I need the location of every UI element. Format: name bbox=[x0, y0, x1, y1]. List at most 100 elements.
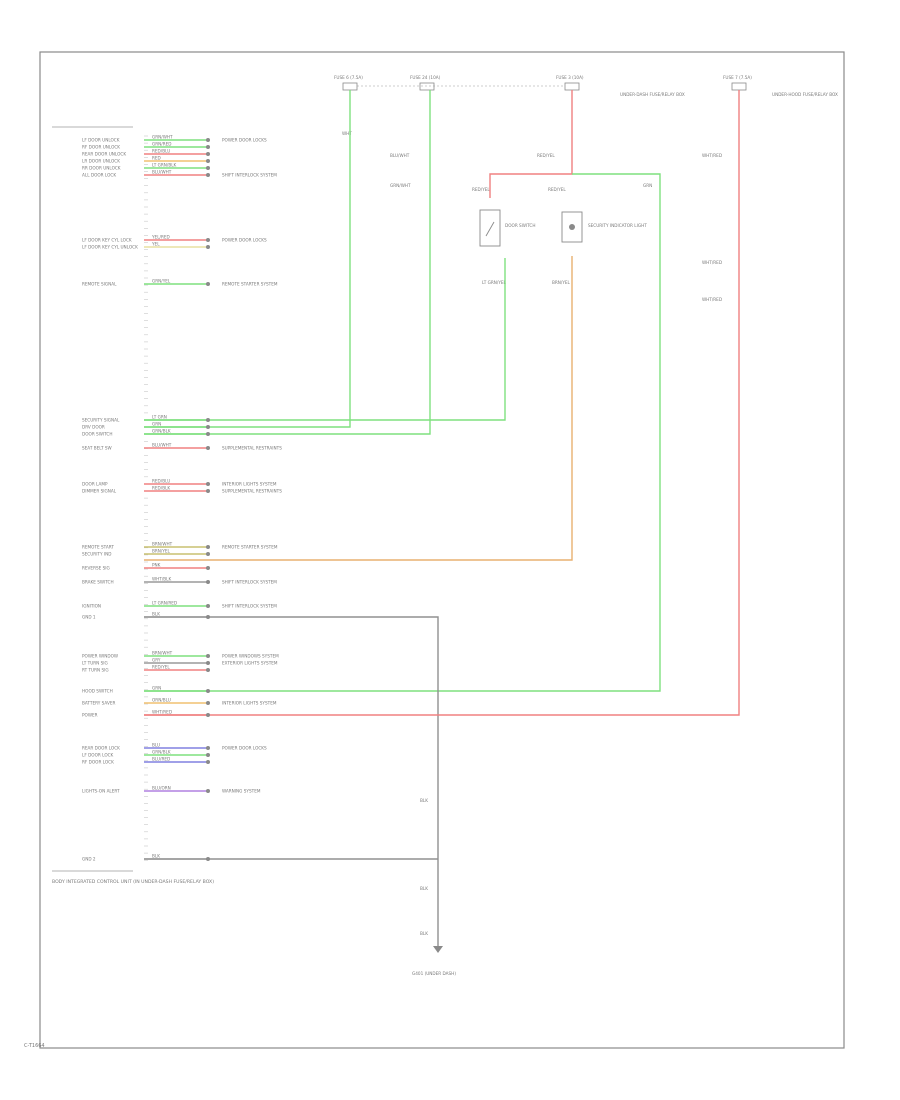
connector-terminal bbox=[206, 689, 210, 693]
fuse-a-wire-label: WHT bbox=[342, 131, 352, 136]
security-indicator-top-wire: RED/YEL bbox=[548, 187, 566, 192]
fuse-c-wire-label: RED/YEL bbox=[537, 153, 555, 158]
pin-label: REAR DOOR UNLOCK bbox=[82, 152, 126, 157]
pin-label: LR DOOR UNLOCK bbox=[82, 159, 120, 164]
connector-terminal bbox=[206, 425, 210, 429]
pin-wire-color: LT GRN/BLK bbox=[152, 163, 177, 168]
pin-label: LT TURN SIG bbox=[82, 661, 108, 666]
pin-wire-color: PNK bbox=[152, 563, 161, 568]
pin-system-ref: SHIFT INTERLOCK SYSTEM bbox=[222, 604, 277, 609]
pin-label: LF DOOR UNLOCK bbox=[82, 138, 120, 143]
pin-system-ref: SHIFT INTERLOCK SYSTEM bbox=[222, 580, 277, 585]
pin-label: DIMMER SIGNAL bbox=[82, 489, 117, 494]
wire-battery-saver bbox=[144, 90, 740, 716]
security-indicator-bottom-wire: BRN/YEL bbox=[552, 280, 571, 285]
connector-terminal bbox=[206, 668, 210, 672]
module-pin: RR DOOR UNLOCK LT GRN/BLK bbox=[82, 163, 210, 171]
fuse-d: FUSE 7 (7.5A) UNDER-HOOD FUSE/RELAY BOX … bbox=[702, 75, 838, 302]
connector-terminal bbox=[206, 489, 210, 493]
pin-system-ref: INTERIOR LIGHTS SYSTEM bbox=[222, 482, 277, 487]
pin-label: DOOR SWITCH bbox=[82, 432, 112, 437]
wire-drv-door bbox=[144, 90, 351, 428]
pin-wire-color: GRN bbox=[152, 422, 161, 427]
pin-label: GND 1 bbox=[82, 615, 96, 620]
module-pin: DIMMER SIGNAL RED/BLK SUPPLEMENTAL RESTRAI… bbox=[82, 486, 282, 494]
hood-wire-label: GRN bbox=[643, 183, 652, 188]
pin-wire-color: RED/YEL bbox=[152, 665, 170, 670]
footer-code: C-T1664 bbox=[24, 1043, 45, 1049]
pin-system-ref: POWER DOOR LOCKS bbox=[222, 746, 267, 751]
module-pin: REAR DOOR UNLOCK RED/BLU bbox=[82, 149, 210, 157]
ground-wire-2: BLK bbox=[420, 886, 428, 891]
connector-terminal bbox=[206, 482, 210, 486]
ground-wire-1: BLK bbox=[420, 798, 428, 803]
pin-label: GND 2 bbox=[82, 857, 96, 862]
connector-terminal bbox=[206, 746, 210, 750]
connector-terminal bbox=[206, 580, 210, 584]
security-indicator-label: SECURITY INDICATOR LIGHT bbox=[588, 223, 647, 228]
module-pin: LF DOOR KEY CYL UNLOCK YEL bbox=[82, 242, 210, 250]
pin-wire-color: GRN bbox=[152, 686, 161, 691]
connector-terminal bbox=[206, 604, 210, 608]
pin-label: IGNITION bbox=[82, 604, 101, 609]
pin-wire-color: RED/BLU bbox=[152, 149, 170, 154]
wire-ground-1 bbox=[144, 616, 439, 946]
connector-terminal bbox=[206, 789, 210, 793]
pin-label: RR DOOR UNLOCK bbox=[82, 166, 121, 171]
fuse-b-wire2-label: GRN/WHT bbox=[390, 183, 411, 188]
fuse-d-label: FUSE 7 (7.5A) bbox=[723, 75, 752, 80]
connector-terminal bbox=[206, 566, 210, 570]
connector-terminal bbox=[206, 159, 210, 163]
pin-label: LF DOOR KEY CYL UNLOCK bbox=[82, 245, 138, 250]
pin-system-ref: WARNING SYSTEM bbox=[222, 789, 261, 794]
pin-system-ref: SUPPLEMENTAL RESTRAINTS bbox=[222, 489, 282, 494]
connector-terminal bbox=[206, 138, 210, 142]
connector-terminal bbox=[206, 654, 210, 658]
connector-terminal bbox=[206, 857, 210, 861]
ground-g401: BLK BLK BLK G401 (UNDER DASH) bbox=[412, 798, 456, 976]
pin-label: LF DOOR LOCK bbox=[82, 753, 114, 758]
pin-label: SEAT BELT SW bbox=[82, 446, 112, 451]
wire-security-ind bbox=[144, 256, 573, 561]
pin-label: POWER bbox=[82, 713, 98, 718]
pin-system-ref: POWER DOOR LOCKS bbox=[222, 238, 267, 243]
connector-terminal bbox=[206, 552, 210, 556]
pin-system-ref: SHIFT INTERLOCK SYSTEM bbox=[222, 173, 277, 178]
pin-wire-color: BLU bbox=[152, 743, 160, 748]
connector-terminal bbox=[206, 713, 210, 717]
pin-wire-color: ORN/BLU bbox=[152, 698, 171, 703]
pin-wire-color: YEL/RED bbox=[151, 235, 170, 240]
pin-label: REMOTE SIGNAL bbox=[82, 282, 117, 287]
pin-wire-color: GRN/BLK bbox=[152, 750, 171, 755]
wire-fuse-c-feed bbox=[489, 90, 573, 198]
connector-terminal bbox=[206, 615, 210, 619]
pin-label: BATTERY SAVER bbox=[82, 701, 115, 706]
pin-system-ref: REMOTE STARTER SYSTEM bbox=[222, 282, 278, 287]
fuse-c-label: FUSE 3 (10A) bbox=[556, 75, 584, 80]
fuse-a: FUSE 6 (7.5A) WHT bbox=[334, 75, 363, 136]
pin-wire-color: RED/BLK bbox=[152, 486, 170, 491]
pin-wire-color: YEL bbox=[151, 242, 160, 247]
pin-label: LF DOOR KEY CYL LOCK bbox=[82, 238, 132, 243]
pin-wire-color: BLK bbox=[152, 612, 160, 617]
pin-label: RF DOOR UNLOCK bbox=[82, 145, 120, 150]
connector-terminal bbox=[206, 446, 210, 450]
connector-terminal bbox=[206, 145, 210, 149]
pin-system-ref: POWER WINDOWS SYSTEM bbox=[222, 654, 279, 659]
pin-wire-color: GRN/YEL bbox=[152, 279, 171, 284]
